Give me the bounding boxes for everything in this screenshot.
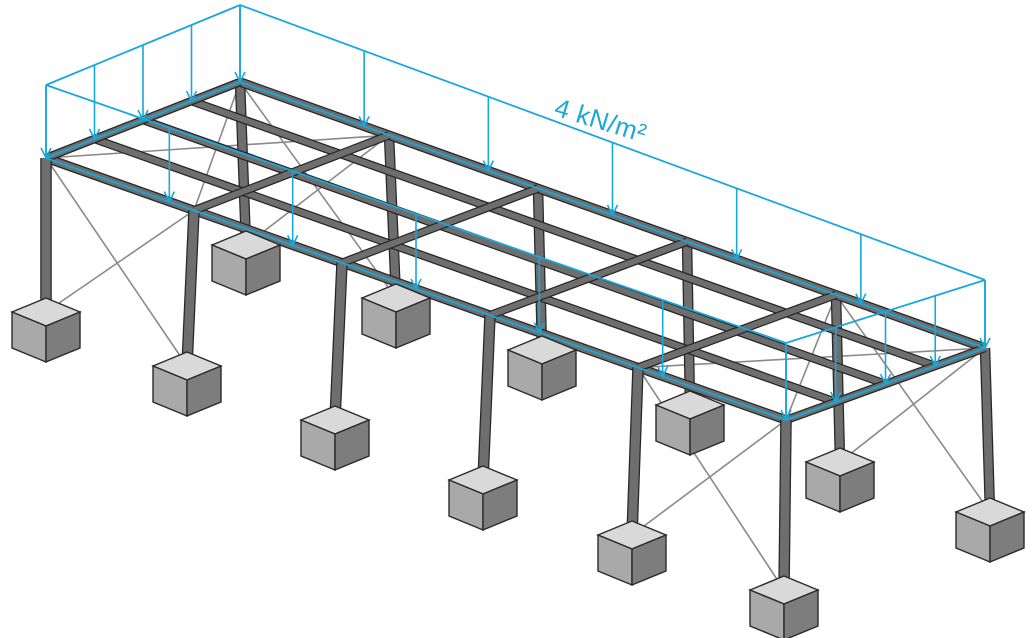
load-arrow <box>88 65 101 141</box>
load-arrow-head <box>606 204 619 217</box>
back-column-face <box>832 294 844 463</box>
footings <box>210 230 1026 564</box>
footing-front <box>749 588 785 638</box>
load-arrow <box>358 50 370 129</box>
load-arrow <box>533 257 546 335</box>
distributed-load <box>40 4 991 422</box>
load-arrow-head <box>163 191 176 204</box>
load-arrow-head <box>410 278 422 291</box>
load-arrow-head <box>358 115 370 129</box>
concrete-footing <box>10 297 82 364</box>
load-arrow <box>234 5 246 84</box>
footing-side <box>631 533 667 587</box>
load-arrow-head <box>830 391 842 404</box>
load-arrow-head <box>234 71 246 84</box>
load-arrow <box>40 85 52 160</box>
load-arrow <box>656 300 669 379</box>
load-arrow-head <box>780 409 792 422</box>
footing-side <box>45 310 81 364</box>
front-column-face <box>182 210 199 367</box>
concrete-footing <box>654 390 726 457</box>
load-arrow-head <box>286 234 299 248</box>
load-arrow <box>929 295 941 368</box>
load-arrow-head <box>979 337 991 350</box>
front-column-face <box>779 419 791 591</box>
concrete-footing <box>210 230 282 297</box>
roof-rafter-face <box>488 238 689 319</box>
load-arrow-head <box>855 293 867 306</box>
brace-rod <box>631 419 787 536</box>
concrete-footing <box>360 283 432 350</box>
load-arrow <box>185 25 198 103</box>
brace-rod <box>45 209 195 313</box>
load-arrow <box>780 343 792 422</box>
footing-side <box>245 243 281 297</box>
load-arrow-head <box>137 109 149 122</box>
footing-side <box>482 478 518 532</box>
concrete-footing <box>299 405 371 472</box>
load-arrow-head <box>730 248 743 262</box>
roof-purlin-face <box>93 136 837 405</box>
footing-side <box>395 296 431 350</box>
footing-side <box>541 348 577 402</box>
load-arrow-head <box>88 128 101 141</box>
back-column-face <box>236 81 250 246</box>
concrete-footing <box>954 497 1026 564</box>
concrete-footing <box>804 447 876 514</box>
front-column-face <box>627 367 643 536</box>
brace-rod <box>245 134 390 246</box>
footing-side <box>186 364 222 418</box>
load-arrow-head <box>879 373 892 386</box>
back-column-face <box>683 241 694 406</box>
concrete-footing <box>447 465 519 532</box>
roof-rafter-face <box>636 291 838 371</box>
footing-side <box>989 510 1025 564</box>
load-arrow <box>137 45 149 122</box>
load-arrow <box>855 234 867 306</box>
brace-rod <box>45 157 188 367</box>
footing-side <box>689 403 725 457</box>
roof-purlin-face <box>141 117 887 387</box>
front-columns <box>10 158 820 638</box>
concrete-footing <box>506 335 578 402</box>
load-arrow <box>830 327 842 404</box>
front-footings <box>10 297 820 638</box>
concrete-footing <box>596 520 668 587</box>
load-arrow-head <box>40 147 52 160</box>
load-arrow <box>879 311 892 386</box>
load-arrow-head <box>185 90 198 103</box>
load-arrow-head <box>533 322 546 335</box>
load-arrow <box>482 96 495 173</box>
back-column-face <box>385 135 400 299</box>
load-arrow <box>163 128 176 204</box>
load-arrow-head <box>482 160 495 173</box>
load-arrow <box>286 171 299 248</box>
load-arrow-head <box>656 365 669 379</box>
load-arrow <box>730 188 743 262</box>
load-arrow <box>410 214 422 291</box>
concrete-footing <box>151 351 223 418</box>
footing-side <box>334 418 370 472</box>
roof-rafter-face <box>340 185 540 266</box>
load-arrow <box>606 142 619 217</box>
roof-purlin-face <box>190 98 937 369</box>
front-column-face <box>330 262 347 421</box>
footing-side <box>783 588 819 638</box>
brace-rod <box>839 347 986 463</box>
back-column-face <box>981 347 994 513</box>
roof-rafter-face <box>192 132 391 214</box>
load-arrow <box>979 280 991 350</box>
brace-rod <box>835 294 991 513</box>
concrete-footing <box>748 575 820 638</box>
footing-side <box>839 460 875 514</box>
front-column-face <box>478 315 495 481</box>
load-arrow-head <box>929 355 941 368</box>
